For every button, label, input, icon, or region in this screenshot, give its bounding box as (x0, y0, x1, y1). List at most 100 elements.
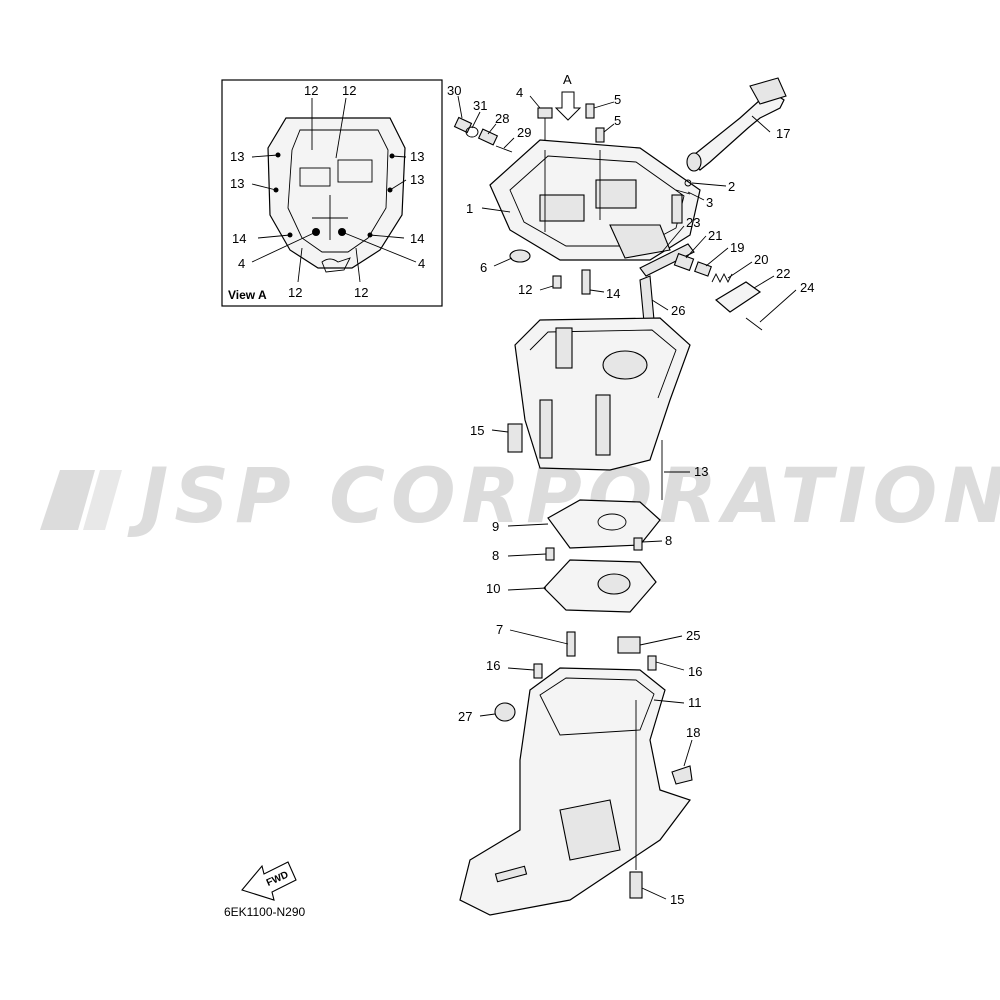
bolt-14 (581, 269, 591, 295)
view-a-arrow: A (554, 72, 582, 121)
exhaust-tube-end (686, 152, 702, 172)
diagram-code: 6EK1100-N290 (224, 905, 305, 919)
callout-5: 5 (614, 92, 621, 107)
callout-15: 15 (670, 892, 684, 907)
callout-27: 27 (458, 709, 472, 724)
callout-29: 29 (517, 125, 531, 140)
view-a-inset: 12 12 13 13 13 13 14 14 4 4 12 12 View A (221, 79, 443, 307)
callout-8: 8 (492, 548, 499, 563)
callout-18: 18 (686, 725, 700, 740)
view-a-callout-12: 12 (342, 83, 356, 98)
view-a-pocket-2 (299, 167, 331, 187)
view-a-callout-12: 12 (304, 83, 318, 98)
screw-3 (675, 189, 691, 195)
callout-14: 14 (606, 286, 620, 301)
upper-casing-pocket-2 (595, 179, 637, 209)
lower-casing (459, 636, 693, 916)
exhaust-tube (686, 77, 787, 172)
hose-26 (639, 275, 655, 323)
callout-20: 20 (754, 252, 768, 267)
fwd-arrow-icon (241, 861, 297, 901)
grommet-28 (477, 128, 499, 146)
view-a-housing-inner (287, 129, 389, 253)
small-top-parts (453, 103, 605, 153)
callout-1: 1 (466, 201, 473, 216)
cover-22 (714, 281, 762, 313)
callout-11: 11 (688, 695, 702, 710)
grommet-18 (671, 765, 693, 785)
plate-10-boss (597, 573, 631, 595)
view-a-callout-13: 13 (230, 149, 244, 164)
callout-21: 21 (708, 228, 722, 243)
bolt-12 (552, 275, 562, 289)
middle-casing-rib (555, 327, 573, 369)
callout-16: 16 (486, 658, 500, 673)
callout-31: 31 (473, 98, 487, 113)
upper-casing-rim (509, 155, 685, 247)
lower-casing-intake (559, 799, 621, 861)
seal-21 (673, 252, 695, 272)
callout-19: 19 (730, 240, 744, 255)
bolt-4-head (537, 107, 553, 119)
view-a-callout-13: 13 (410, 149, 424, 164)
spring-20 (711, 272, 733, 284)
watermark-logo-mark (40, 470, 95, 530)
view-a-callout-14: 14 (410, 231, 424, 246)
callout-12: 12 (518, 282, 532, 297)
view-a-callout-13: 13 (230, 176, 244, 191)
dowel-16 (533, 663, 543, 679)
callout-26: 26 (671, 303, 685, 318)
plug-30 (453, 116, 473, 134)
lower-casing-body (459, 667, 691, 916)
lower-casing-slot (494, 865, 528, 883)
dowel-8 (545, 547, 555, 561)
callout-9: 9 (492, 519, 499, 534)
callout-25: 25 (686, 628, 700, 643)
watermark: JSP CORPORATION (40, 451, 1000, 540)
callout-30: 30 (447, 83, 461, 98)
gasket-9-hole (597, 513, 627, 531)
callout-23: 23 (686, 215, 700, 230)
dowel-8b (633, 537, 643, 551)
watermark-logo-mark-2 (83, 470, 122, 530)
middle-casing (507, 317, 691, 500)
callout-10: 10 (486, 581, 500, 596)
bolt-15-top (507, 423, 523, 453)
callout-17: 17 (776, 126, 790, 141)
upper-casing-pocket (539, 194, 585, 222)
upper-casing (489, 139, 701, 261)
view-a-callout-13: 13 (410, 172, 424, 187)
callouts: 30 31 28 29 4 5 5 17 2 3 1 23 21 19 20 2… (447, 83, 814, 907)
view-a-callout-12: 12 (354, 285, 368, 300)
callout-6: 6 (480, 260, 487, 275)
view-a-title: View A (228, 288, 267, 302)
dowel-16b (647, 655, 657, 671)
upper-casing-pin (671, 194, 683, 224)
lower-casing-rim (539, 677, 655, 736)
view-a-housing (267, 117, 406, 269)
callout-7: 7 (496, 622, 503, 637)
bolt-15-bottom (629, 871, 643, 899)
middle-casing-leg (595, 394, 611, 456)
side-parts (509, 179, 763, 331)
gasket-and-plate (543, 499, 661, 657)
gasket-23 (639, 243, 695, 277)
callout-2: 2 (728, 179, 735, 194)
screw-29 (495, 145, 513, 153)
fwd-indicator: FWD (241, 861, 297, 901)
cover-25 (617, 636, 641, 654)
grommet-6 (509, 249, 531, 263)
middle-casing-rim (529, 329, 677, 399)
view-a-callout-12: 12 (288, 285, 302, 300)
view-a-pocket (337, 159, 373, 183)
callout-3: 3 (706, 195, 713, 210)
leader-lines (457, 95, 797, 900)
view-a-callout-4: 4 (418, 256, 425, 271)
callout-5: 5 (614, 113, 621, 128)
callout-28: 28 (495, 111, 509, 126)
arrow-a-label: A (563, 72, 572, 87)
callout-16: 16 (688, 664, 702, 679)
bolt-7 (566, 631, 576, 657)
upper-casing-body (489, 139, 701, 261)
